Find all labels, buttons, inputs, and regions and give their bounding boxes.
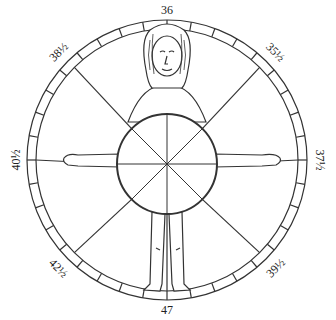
inner-spoke (132, 129, 167, 164)
ring-tick (212, 283, 215, 291)
ring-tick (29, 136, 38, 138)
inner-spokes (117, 114, 217, 214)
ring-tick (143, 22, 145, 31)
ring-tick (280, 90, 288, 95)
ring-tick (46, 226, 54, 231)
measure-number: 38½ (45, 38, 73, 66)
ring-tick (298, 159, 307, 160)
inner-spoke (167, 164, 202, 199)
ring-tick (296, 183, 305, 185)
inner-spoke (167, 114, 168, 164)
spoke (74, 199, 131, 252)
measure-number: 39½ (261, 254, 289, 282)
ring-tick (77, 260, 83, 267)
ring-tick (35, 112, 43, 115)
inner-spoke (167, 164, 217, 165)
ring-tick (77, 53, 83, 60)
face (152, 36, 182, 76)
ring-tick (267, 244, 274, 250)
right-arm (214, 154, 281, 167)
ring-tick (251, 53, 257, 60)
ring-tick (97, 39, 102, 47)
ring-tick (29, 183, 38, 185)
inner-spoke (167, 164, 168, 214)
inner-spoke (132, 164, 167, 199)
ring-tick (290, 112, 298, 115)
ring-tick (290, 205, 298, 208)
ring-tick (233, 39, 238, 47)
inner-spoke (117, 164, 167, 165)
left-arm (64, 154, 121, 167)
ring-tick (280, 226, 288, 231)
spoke (166, 214, 167, 291)
outer-ring (27, 20, 307, 300)
right-leg (169, 212, 190, 291)
measure-number: 37½ (312, 148, 326, 173)
ring-tick (119, 28, 122, 36)
measure-number: 35½ (261, 38, 289, 66)
measure-number: 36 (159, 3, 175, 17)
ring-tick (251, 260, 257, 267)
ring-tick (119, 283, 122, 291)
hair (144, 24, 191, 88)
measure-number: 40½ (8, 148, 22, 173)
inner-ring (36, 29, 298, 291)
ring-tick (233, 273, 238, 281)
ring-tick (46, 90, 54, 95)
ring-tick (296, 136, 305, 138)
ring-tick (60, 70, 67, 76)
inner-circle (117, 114, 217, 214)
ring-tick (166, 291, 167, 300)
human-figure (64, 24, 281, 291)
ring-tick (212, 28, 215, 36)
ring-segments (27, 20, 307, 300)
ring-tick (97, 273, 102, 281)
spoke (202, 199, 259, 252)
measure-number: 42½ (45, 254, 73, 282)
spoke (202, 67, 259, 128)
spokes (36, 29, 298, 291)
inner-spoke (167, 129, 202, 164)
ring-tick (267, 70, 274, 76)
left-leg (144, 212, 165, 291)
ring-tick (35, 205, 43, 208)
measure-number: 47 (159, 303, 175, 317)
ring-tick (190, 22, 192, 31)
ring-tick (60, 244, 67, 250)
ring-tick (27, 159, 36, 160)
spoke (74, 67, 131, 128)
